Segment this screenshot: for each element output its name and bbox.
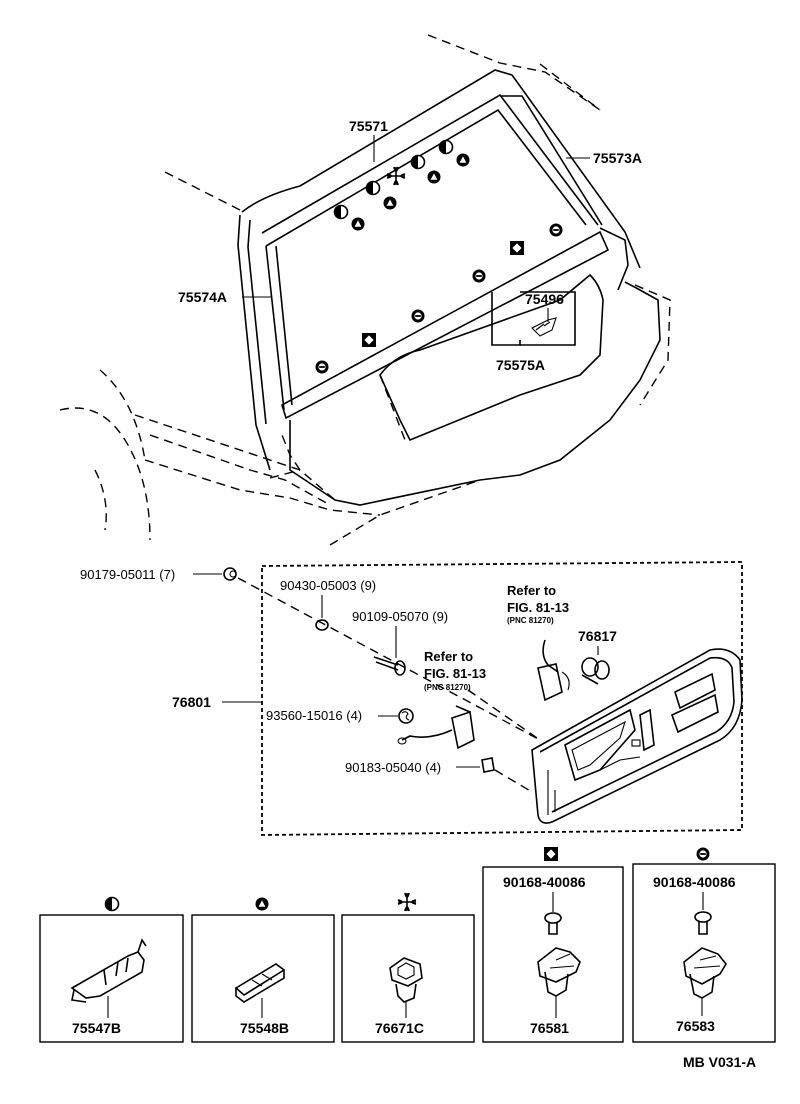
label-90109: 90109-05070 (9)	[352, 609, 448, 624]
ref-1-pnc: (PNC 81270)	[507, 616, 554, 625]
clip-76583-drawing	[683, 947, 727, 999]
label-90430: 90430-05003 (9)	[280, 578, 376, 593]
inset-box-75548b: 75548B	[191, 897, 335, 1043]
clip-93560	[398, 708, 414, 724]
screw-90168-b-drawing	[694, 911, 712, 935]
washer-90430	[315, 619, 329, 631]
label-90179: 90179-05011 (7)	[80, 567, 175, 582]
label-75496: 75496	[525, 291, 564, 307]
label-76817: 76817	[578, 628, 617, 644]
clip-75548b-drawing	[234, 963, 286, 1003]
label-75547b: 75547B	[72, 1020, 121, 1036]
grommet-76817	[581, 657, 610, 685]
label-75548b: 75548B	[240, 1020, 289, 1036]
label-75571: 75571	[349, 118, 388, 134]
clip-76671c-drawing	[389, 957, 423, 1003]
screw-90109	[373, 656, 406, 676]
inset-box-76583: 90168-40086 76583	[632, 847, 776, 1043]
ref-1-line1: Refer to	[507, 583, 556, 598]
garnish-assembly: 76801 90179-05011 (7) 90430-05003 (9) 90…	[80, 561, 743, 836]
clip-75547b-drawing	[70, 938, 147, 1003]
ref-1-line2: FIG. 81-13	[507, 600, 569, 615]
inset-box-76671c: 76671C	[341, 892, 475, 1043]
label-76581: 76581	[530, 1020, 569, 1036]
back-door-garnish-76801	[531, 648, 743, 824]
ref-2-line2: FIG. 81-13	[424, 666, 486, 681]
vehicle-rear-outline	[59, 34, 671, 546]
bolt-90179	[223, 567, 237, 581]
label-76671c: 76671C	[375, 1020, 424, 1036]
clip-76581-drawing	[537, 947, 581, 997]
nut-90183	[481, 757, 495, 773]
label-75574a: 75574A	[178, 289, 227, 305]
label-90183: 90183-05040 (4)	[345, 760, 441, 775]
ref-2-pnc: (PNC 81270)	[424, 683, 471, 692]
label-75575a: 75575A	[496, 357, 545, 373]
inset-box-76581: 90168-40086 76581	[482, 847, 624, 1043]
upper-callouts: 75571 75573A 75574A 75496 75575A	[178, 118, 642, 373]
diagram-code: MB V031-A	[683, 1054, 756, 1070]
ref-2-line1: Refer to	[424, 649, 473, 664]
license-lamp-unit	[397, 705, 475, 750]
lamp-socket-harness	[537, 639, 570, 702]
inset-box-75547b: 75547B	[39, 896, 184, 1043]
label-76801: 76801	[172, 694, 211, 710]
label-90168-b: 90168-40086	[653, 874, 736, 890]
label-76583: 76583	[676, 1018, 715, 1034]
screw-90168-a-drawing	[544, 912, 562, 935]
label-93560: 93560-15016 (4)	[266, 708, 362, 723]
label-75573a: 75573A	[593, 150, 642, 166]
label-90168-a: 90168-40086	[503, 874, 586, 890]
